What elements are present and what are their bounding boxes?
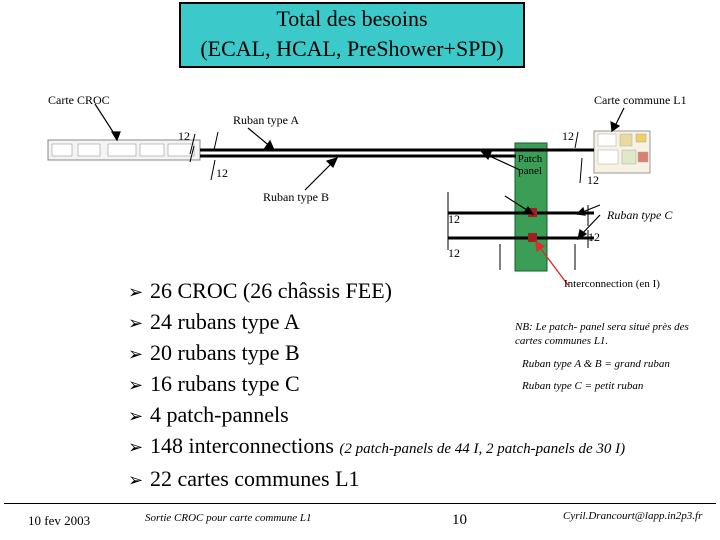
title-line-2: (ECAL, HCAL, PreShower+SPD) — [200, 36, 504, 61]
bullet-item: ➢24 rubans type A — [128, 307, 625, 338]
carte-croc-label: Carte CROC — [48, 93, 110, 107]
title-box: Total des besoins (ECAL, HCAL, PreShower… — [179, 2, 525, 68]
tick-marks — [189, 131, 589, 270]
bullet-arrow-icon: ➢ — [128, 344, 144, 364]
pointer-arrows — [94, 103, 625, 241]
bullet-arrow-icon: ➢ — [128, 313, 144, 333]
count-c-2: 12 — [588, 230, 600, 244]
count-a-left: 12 — [178, 129, 190, 143]
patch-panel-label: Patch panel — [517, 153, 543, 177]
bullet-arrow-icon: ➢ — [128, 406, 144, 426]
bullet-item: ➢22 cartes communes L1 — [128, 464, 625, 495]
footer-subtitle: Sortie CROC pour carte commune L1 — [145, 512, 312, 524]
bullet-item: ➢148 interconnections (2 patch-panels de… — [128, 431, 625, 464]
bullet-arrow-icon: ➢ — [128, 437, 144, 457]
count-a-right: 12 — [562, 129, 574, 143]
footer-date: 10 fev 2003 — [28, 513, 91, 528]
interconnection-label: Interconnection (en I) — [564, 278, 660, 290]
count-b-right: 12 — [587, 173, 599, 187]
count-b-left: 12 — [216, 166, 228, 180]
bullet-item: ➢20 rubans type B — [128, 338, 625, 369]
ribbon-lines — [200, 148, 594, 240]
page-number: 10 — [452, 512, 467, 528]
carte-commune-chips — [597, 133, 649, 165]
bullet-list: ➢26 CROC (26 châssis FEE) ➢24 rubans typ… — [128, 276, 625, 495]
footer-divider — [4, 503, 716, 504]
carte-commune-label: Carte commune L1 — [594, 93, 687, 107]
bullet-arrow-icon: ➢ — [128, 375, 144, 395]
ruban-c-label: Ruban type C — [607, 208, 673, 222]
bullet-item: ➢16 rubans type C — [128, 369, 625, 400]
bullet-note: (2 patch-panels de 44 I, 2 patch-panels … — [339, 441, 626, 457]
ruban-b-label: Ruban type B — [263, 190, 329, 204]
croc-card-chips — [51, 143, 195, 157]
footer-email: Cyril.Drancourt@lapp.in2p3.fr — [563, 510, 703, 522]
bullet-arrow-icon: ➢ — [128, 282, 144, 302]
interconnection-arrow — [535, 240, 569, 286]
bullet-item: ➢26 CROC (26 châssis FEE) — [128, 276, 625, 307]
bullet-item: ➢4 patch-pannels — [128, 400, 625, 431]
count-c-1: 12 — [448, 212, 460, 226]
bullet-arrow-icon: ➢ — [128, 470, 144, 490]
count-c-3: 12 — [448, 246, 460, 260]
ruban-c-note: Ruban type C = petit ruban — [522, 380, 644, 392]
interconnection-square-2 — [528, 233, 537, 242]
nb-note: NB: Le patch- panel sera situé près des … — [515, 321, 689, 347]
ruban-a-label: Ruban type A — [233, 113, 299, 127]
ruban-ab-note: Ruban type A & B = grand ruban — [522, 358, 670, 370]
title-line-1: Total des besoins — [276, 6, 428, 31]
